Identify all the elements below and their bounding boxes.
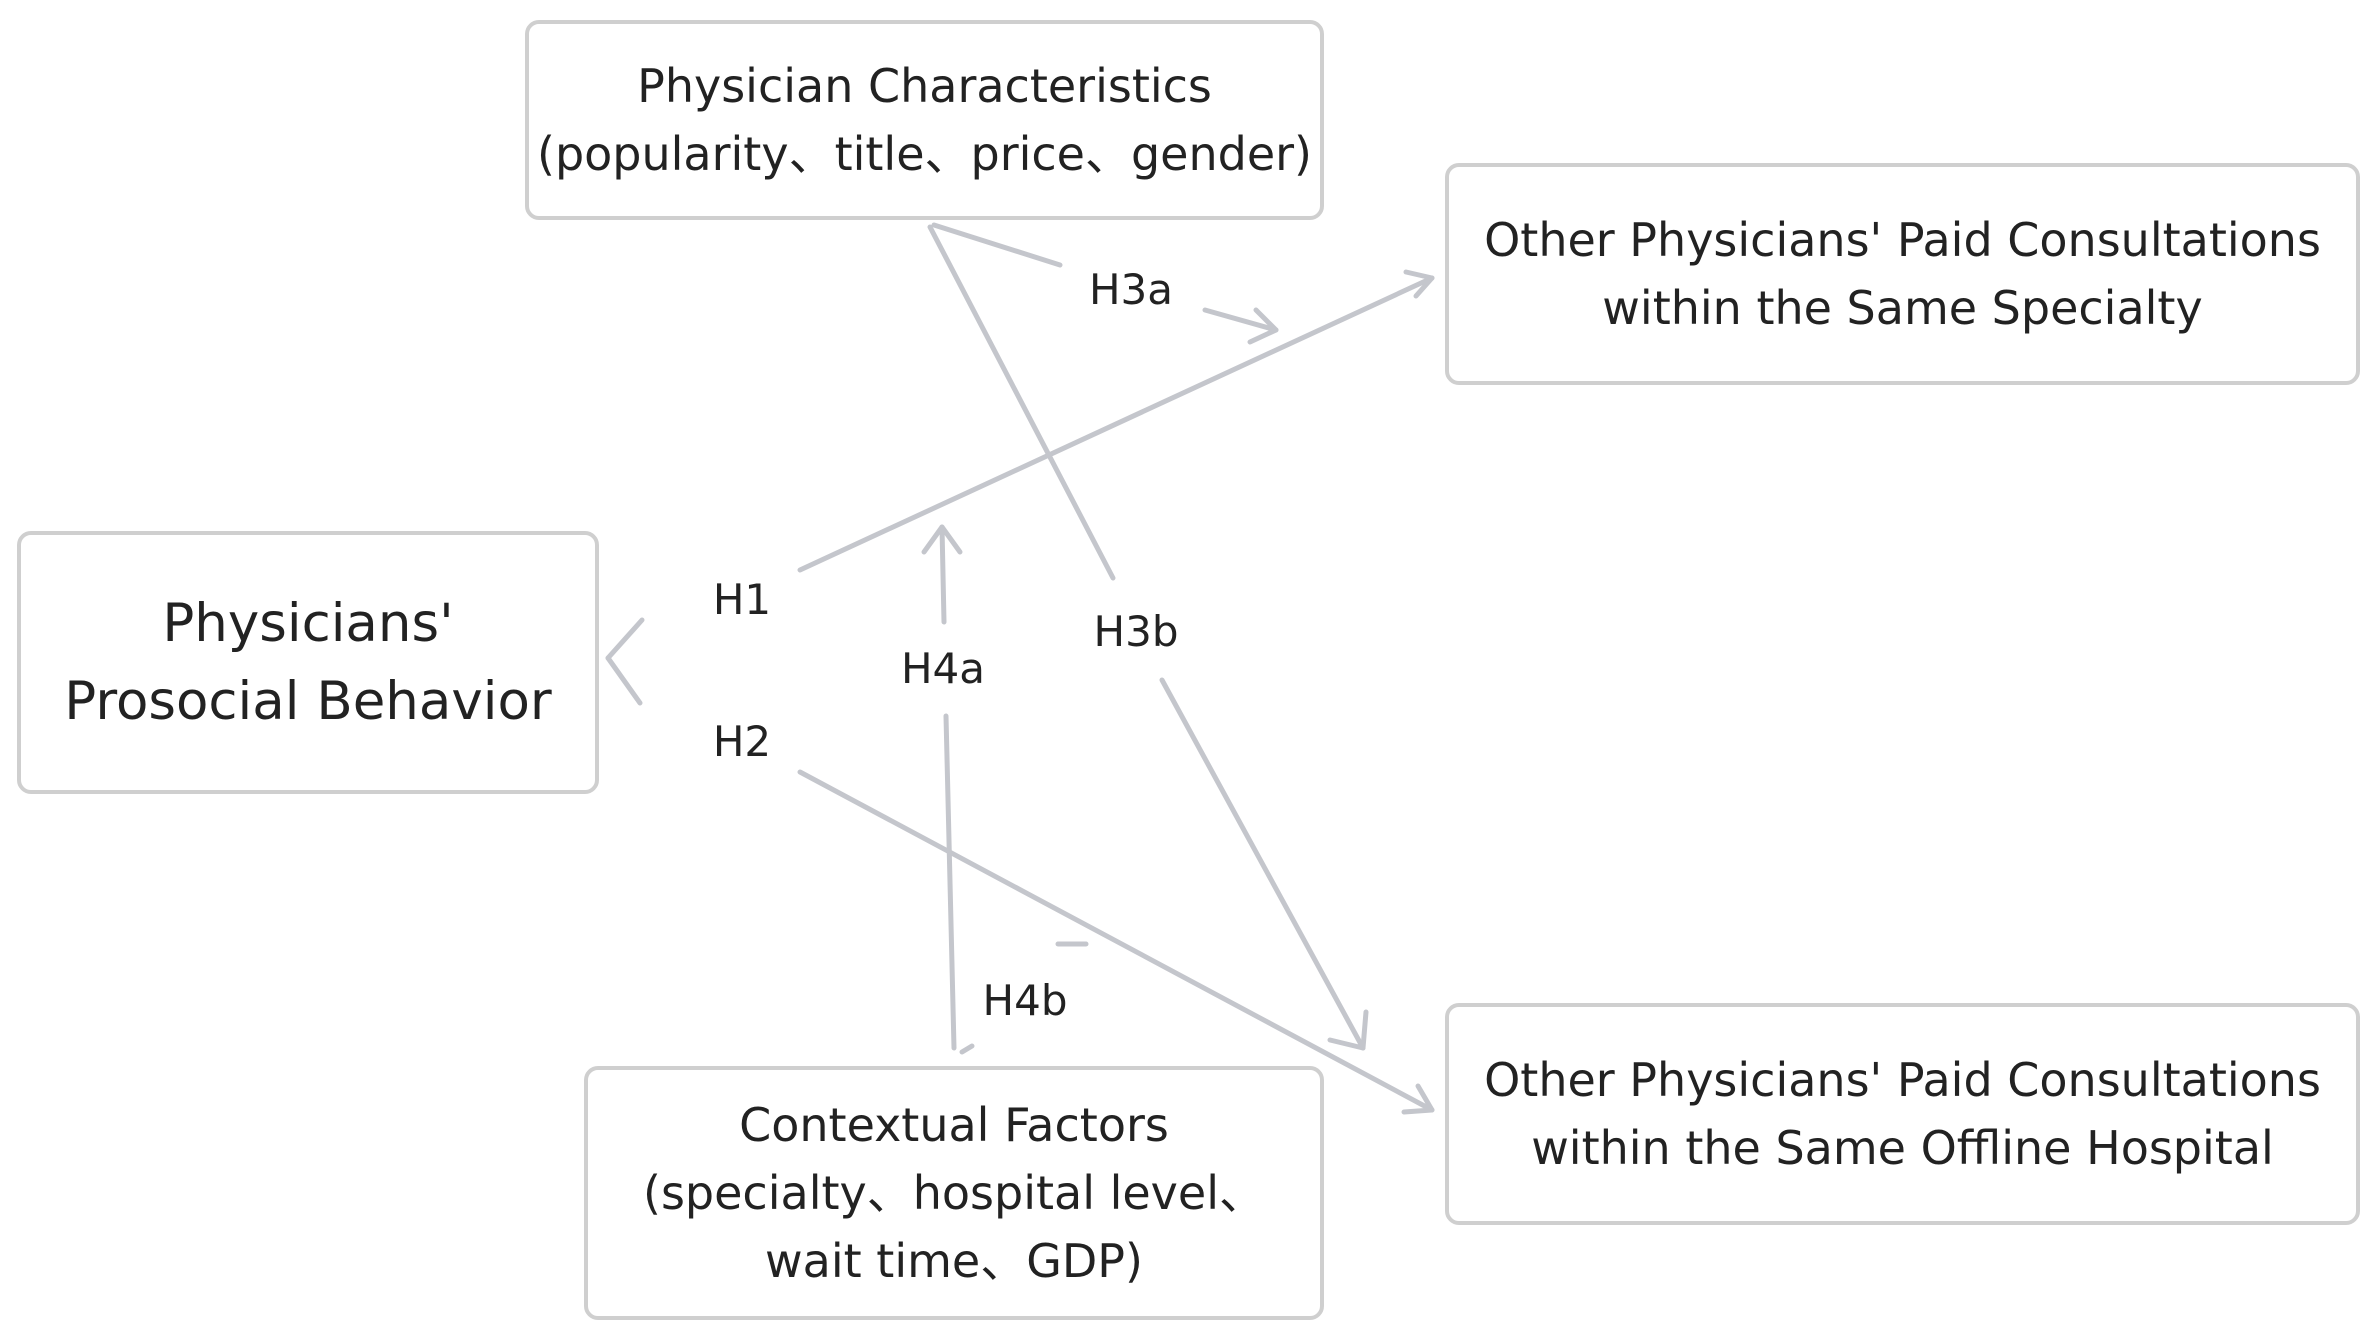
label-h1: H1 [708, 575, 776, 625]
prosocial-behavior-line-2: Prosocial Behavior [64, 670, 552, 732]
contextual-factors-title: Contextual Factors [739, 1098, 1169, 1152]
same-specialty-line-1: Other Physicians' Paid Consultations [1484, 213, 2321, 267]
label-h4a: H4a [896, 644, 990, 694]
edge-h1-arrowhead [1403, 269, 1435, 299]
prosocial-behavior-line-1: Physicians' [162, 592, 454, 654]
edge-h4a-arrowhead [921, 524, 963, 555]
label-h3a: H3a [1084, 265, 1178, 315]
edge-h3b-arrowhead [1327, 1009, 1369, 1051]
contextual-factors-items-2: wait time、GDP) [765, 1234, 1143, 1288]
label-h4b: H4b [978, 976, 1072, 1026]
edge-h4a-end [939, 524, 947, 625]
label-h3b: H3b [1089, 607, 1183, 657]
physician-characteristics-items: (popularity、title、price、gender) [537, 127, 1312, 181]
physician-characteristics-node: Physician Characteristics (popularity、ti… [525, 20, 1324, 220]
same-hospital-node: Other Physicians' Paid Consultations wit… [1445, 1003, 2360, 1225]
edge-h2-main [797, 769, 1435, 1113]
physician-characteristics-title: Physician Characteristics [637, 59, 1212, 113]
same-hospital-line-1: Other Physicians' Paid Consultations [1484, 1053, 2321, 1107]
label-h2: H2 [708, 717, 776, 767]
edge-h3a-end [1202, 307, 1279, 333]
edge-h3a-start [931, 222, 1063, 268]
edge-h2-arrowhead [1401, 1083, 1435, 1115]
same-specialty-node: Other Physicians' Paid Consultations wit… [1445, 163, 2360, 385]
edge-h2 [605, 655, 643, 706]
contextual-factors-node: Contextual Factors (specialty、hospital l… [584, 1066, 1324, 1320]
edge-h3b-start [927, 224, 1116, 581]
edge-h1-main [797, 275, 1435, 573]
edge-h4b-start [959, 1043, 975, 1055]
contextual-factors-items-1: (specialty、hospital level、 [643, 1166, 1265, 1220]
edge-h1 [605, 617, 645, 661]
same-specialty-line-2: within the Same Specialty [1602, 281, 2203, 335]
prosocial-behavior-node: Physicians' Prosocial Behavior [17, 531, 599, 794]
edge-h3b-end [1159, 677, 1366, 1051]
same-hospital-line-2: within the Same Offline Hospital [1531, 1121, 2274, 1175]
edge-h4a-start [943, 713, 957, 1051]
edge-h3a-arrowhead [1247, 307, 1279, 345]
